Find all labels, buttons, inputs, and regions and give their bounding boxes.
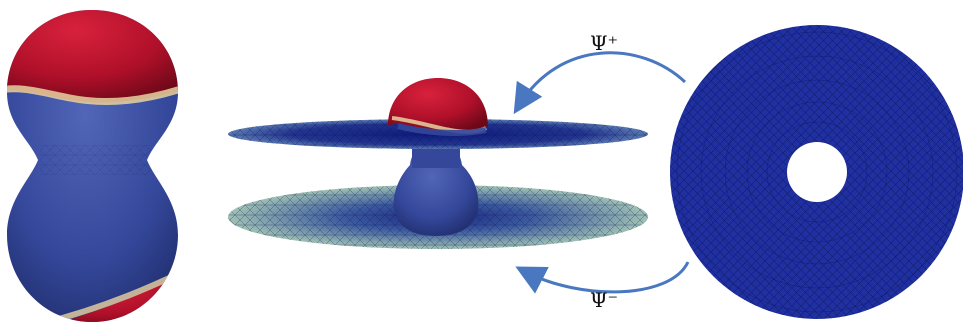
red-phase-top <box>7 10 178 103</box>
psi-minus-label: Ψ⁻ <box>590 288 618 312</box>
interface-top <box>7 82 178 106</box>
psi-minus-arrow <box>515 261 690 294</box>
double-disk-mesh <box>228 78 648 249</box>
annulus-hole <box>787 142 847 202</box>
annulus-mesh <box>670 25 963 319</box>
red-cap <box>388 78 488 133</box>
psi-plus-label: Ψ⁺ <box>590 31 618 55</box>
dumbbell-surface <box>7 10 178 322</box>
psi-plus-arrow <box>513 51 687 115</box>
